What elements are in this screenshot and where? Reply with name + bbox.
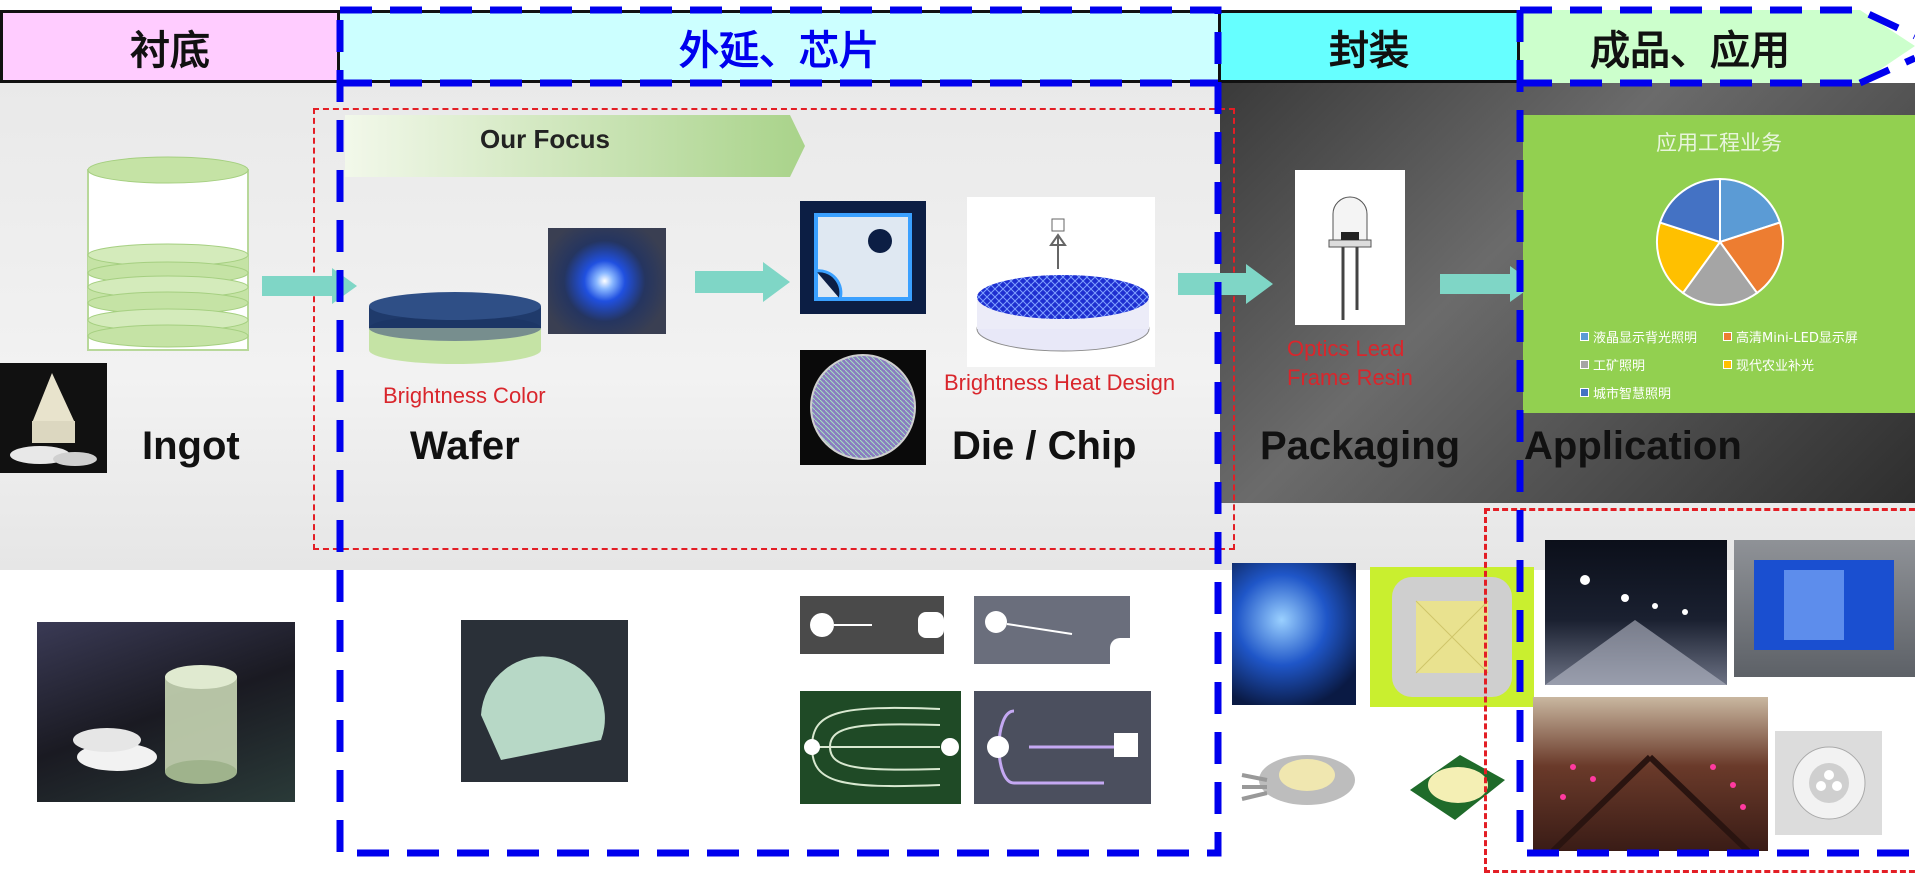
chip-properties-label: Brightness Heat Design [944,370,1176,395]
stage-ingot-label: Ingot [142,424,240,468]
pie-title: 应用工程业务 [1656,131,1782,155]
legend-item-4: 城市智慧照明 [1580,383,1671,402]
focus-banner-shape [345,115,805,177]
legend-item-0: 液晶显示背光照明 [1580,327,1697,346]
wafer-glow-photo [548,228,666,334]
chip-dome-illustration [967,197,1155,367]
cob-led-photo [1370,567,1534,707]
power-led-photo-1 [1232,735,1372,825]
header-packaging: 封装 [1218,10,1520,83]
focus-banner-label: Our Focus [480,124,611,154]
application-pie-panel: 应用工程业务 液晶显示背光照明 高清Mini-LED显示屏 工矿照明 现代农业补… [1523,115,1915,413]
legend-label-3: 现代农业补光 [1736,359,1815,374]
application-highlight-box [1484,508,1915,873]
header-epitaxy: 外延、芯片 [340,10,1218,83]
chip-electrode-photo-3 [800,691,961,804]
chip-electrode-photo-2 [974,596,1130,664]
power-led-photo-2 [1390,735,1515,830]
pie-slice-2 [1681,240,1759,306]
chip-electrode-photo-4 [974,691,1151,804]
legend-label-0: 液晶显示背光照明 [1593,331,1698,346]
header-application-label: 成品、应用 [1590,27,1790,74]
focus-area-box [313,108,1235,550]
arrow-ingot-to-wafer [262,268,357,304]
stage-packaging-label: Packaging [1260,424,1461,468]
pie-slice-1 [1718,221,1784,295]
header-application: 成品、应用 [1520,10,1860,83]
header-packaging-label: 封装 [1329,27,1409,74]
wafer-disc-illustration [369,292,541,364]
ingot-stack-illustration [87,156,249,351]
downlight-photo [1775,731,1882,835]
blue-led-photo [1232,563,1356,705]
street-light-photo [1545,540,1727,685]
arrow-chip-to-packaging [1178,264,1273,304]
pie-slice-3 [1656,221,1722,295]
pie-slice-0 [1719,177,1782,244]
stage-application-label: Application [1524,424,1742,468]
ingot-crystal-photo [0,363,107,473]
substrate-boule-photo [37,622,295,802]
pie-slice-4 [1658,177,1721,244]
header-substrate: 衬底 [0,10,340,83]
packaging-led-illustration [1295,170,1405,325]
chip-electrode-photo-1 [800,596,944,654]
chip-pattern-photo [800,201,926,314]
arrow-packaging-to-application [1440,266,1535,302]
legend-label-4: 城市智慧照明 [1593,387,1672,402]
stage-die-chip-label: Die / Chip [952,424,1137,468]
header-epitaxy-label: 外延、芯片 [679,27,879,74]
chip-wafer-rainbow-photo [800,350,926,465]
arrow-wafer-to-chip [695,262,790,302]
greenhouse-photo [1533,697,1768,851]
header-substrate-label: 衬底 [130,27,210,74]
legend-item-1: 高清Mini-LED显示屏 [1723,327,1858,346]
pie-chart [1656,177,1784,306]
legend-item-2: 工矿照明 [1580,355,1645,374]
wafer-properties-label: Brightness Color [383,383,546,408]
packaging-properties-line1: Optics Lead [1287,336,1405,361]
legend-item-3: 现代农业补光 [1723,355,1814,374]
led-display-photo [1734,540,1915,677]
packaging-properties-line2: Frame Resin [1287,365,1413,390]
stage-wafer-label: Wafer [410,424,520,468]
legend-label-2: 工矿照明 [1593,359,1646,374]
legend-label-1: 高清Mini-LED显示屏 [1736,331,1858,346]
header-application-arrow [1520,10,1915,83]
sapphire-wafer-photo [461,620,628,782]
